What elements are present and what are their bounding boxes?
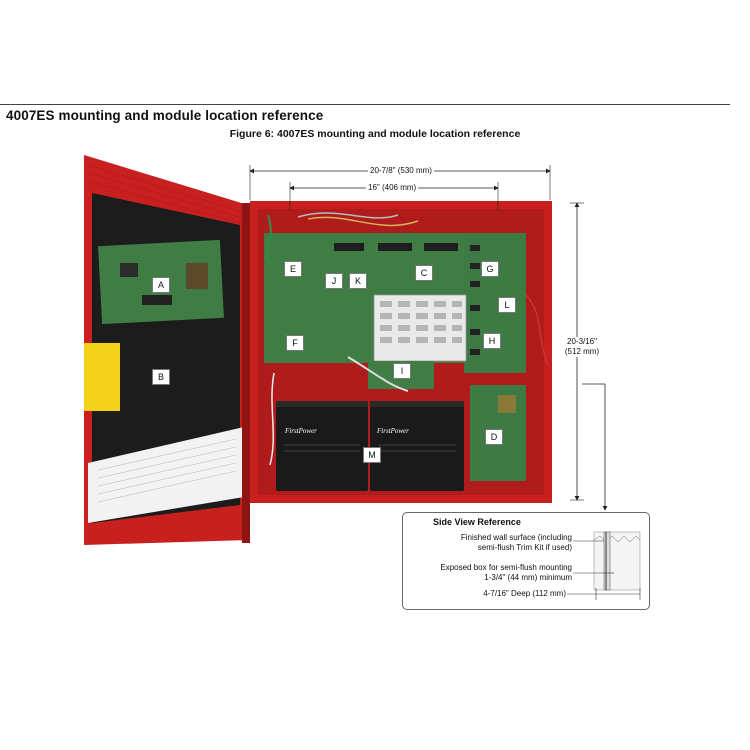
side-view-wall-line2: semi-flush Trim Kit if used) <box>477 543 572 552</box>
side-view-exposed-line1: Exposed box for semi-flush mounting <box>440 563 572 572</box>
battery-right-brand: FirstPower <box>377 427 409 435</box>
side-view-wall-line1: Finished wall surface (including <box>460 533 572 542</box>
section-divider <box>0 104 730 105</box>
callout-l: L <box>498 297 516 313</box>
height-dimension-line1: 20-3/16" <box>567 337 597 346</box>
figure-caption: Figure 6: 4007ES mounting and module loc… <box>229 128 521 140</box>
callout-m: M <box>363 447 381 463</box>
battery-right <box>370 403 464 491</box>
yellow-label <box>84 343 120 411</box>
height-dimension: 20-3/16" (512 mm) <box>560 337 604 357</box>
height-dimension-line2: (512 mm) <box>564 347 600 356</box>
battery-left-brand: FirstPower <box>285 427 317 435</box>
callout-f: F <box>286 335 304 351</box>
section-title: 4007ES mounting and module location refe… <box>6 108 324 123</box>
callout-k: K <box>349 273 367 289</box>
outer-width-dimension: 20-7/8" (530 mm) <box>368 166 434 176</box>
battery-left <box>276 403 368 491</box>
callout-c: C <box>415 265 433 281</box>
callout-g: G <box>481 261 499 277</box>
callout-b: B <box>152 369 170 385</box>
side-view-wall-label: Finished wall surface (including semi-fl… <box>410 533 572 553</box>
callout-a: A <box>152 277 170 293</box>
side-view-title: Side View Reference <box>433 517 521 527</box>
callout-h: H <box>483 333 501 349</box>
inner-width-dimension: 16" (406 mm) <box>366 183 419 193</box>
callout-j: J <box>325 273 343 289</box>
instruction-sheet <box>88 427 244 523</box>
side-view-exposed-label: Exposed box for semi-flush mounting 1-3/… <box>410 563 572 583</box>
enclosure-photo <box>84 155 552 545</box>
side-view-deep-label: 4-7/16" Deep (112 mm) <box>483 589 566 598</box>
callout-e: E <box>284 261 302 277</box>
side-view-exposed-line2: 1-3/4" (44 mm) minimum <box>484 573 572 582</box>
callout-d: D <box>485 429 503 445</box>
callout-i: I <box>393 363 411 379</box>
